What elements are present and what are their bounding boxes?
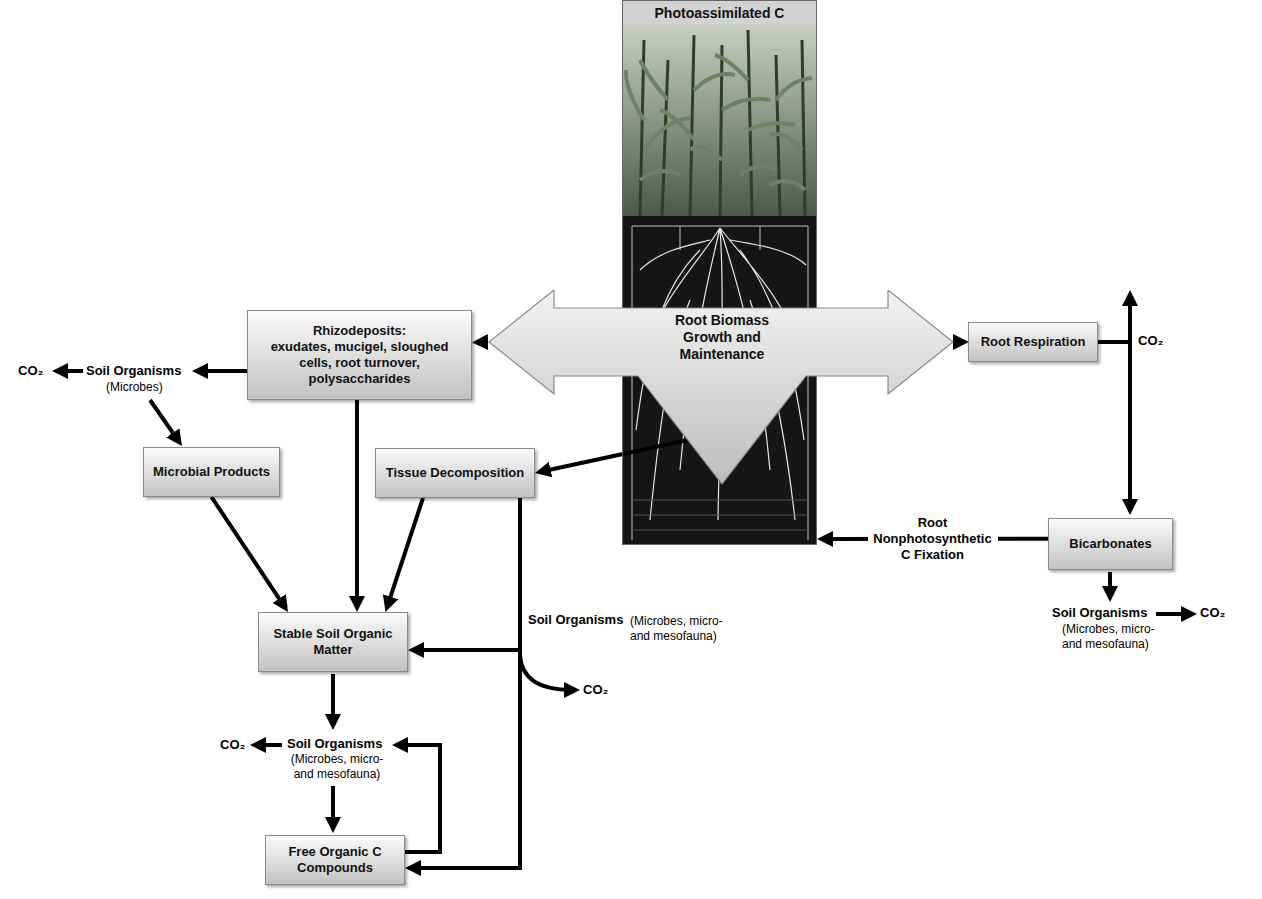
flow-connector <box>212 497 284 605</box>
co2-label: CO₂ <box>1138 333 1163 348</box>
flow-arrows <box>60 298 1189 852</box>
flow-connector <box>543 440 688 471</box>
biomass-arrow: Root Biomass Growth and Maintenance <box>488 290 954 486</box>
process-box: Bicarbonates <box>1048 518 1173 570</box>
node-text: Bicarbonates <box>1069 536 1151 552</box>
flow-arrow <box>520 655 572 690</box>
flow-arrow <box>150 400 177 439</box>
co2-label: CO₂ <box>1200 605 1225 620</box>
flow-connector <box>355 400 359 604</box>
flow-arrow <box>258 743 282 747</box>
organism-note: (Microbes, micro- and mesofauna) <box>630 614 740 644</box>
process-box: Stable Soil Organic Matter <box>258 612 408 672</box>
corn-leaves <box>626 55 812 190</box>
grid-lines <box>632 500 808 530</box>
flow-connector <box>416 498 520 650</box>
node-text: Root Respiration <box>981 334 1086 350</box>
organism-label: Soil Organisms <box>86 363 181 378</box>
flow-connector <box>413 498 520 868</box>
double-arrow-outline <box>489 290 953 484</box>
flow-arrow <box>60 369 83 373</box>
node-text: Microbial Products <box>153 464 270 480</box>
flow-arrow <box>1108 572 1112 594</box>
node-text: Rhizodeposits: <box>313 323 406 339</box>
node-body-text: exudates, mucigel, sloughed cells, root … <box>256 339 463 387</box>
co2-label: CO₂ <box>583 682 608 697</box>
organism-label: Soil Organisms <box>287 736 382 751</box>
flow-arrow <box>331 674 335 722</box>
organism-label: Soil Organisms <box>528 612 623 627</box>
node-text: Photoassimilated C <box>623 1 816 22</box>
flow-arrow <box>1128 298 1132 507</box>
co2-label: CO₂ <box>18 363 43 378</box>
flow-arrow <box>331 786 335 825</box>
flow-line <box>1098 340 1130 344</box>
organism-note: (Microbes, micro- and mesofauna) <box>287 752 387 782</box>
process-box: Free Organic C Compounds <box>265 835 405 885</box>
edge-label: Root Nonphotosynthetic C Fixation <box>868 513 998 565</box>
flow-connector <box>388 498 423 604</box>
node-text: Tissue Decomposition <box>386 465 524 481</box>
node-text: Free Organic C Compounds <box>274 844 396 876</box>
node-text: Root Biomass Growth and Maintenance <box>667 312 777 363</box>
flow-connector <box>480 341 488 344</box>
process-box: Microbial Products <box>143 447 280 497</box>
node-text: Stable Soil Organic Matter <box>267 626 399 658</box>
process-box: Root Respiration <box>968 322 1098 362</box>
flow-arrow <box>1156 612 1189 616</box>
flow-arrow <box>400 745 440 852</box>
organism-note: (Microbes) <box>106 380 163 395</box>
flow-connector <box>954 341 961 344</box>
process-box: Rhizodeposits:exudates, mucigel, sloughe… <box>247 310 472 400</box>
flow-arrow <box>200 369 247 373</box>
photo-band <box>622 0 817 24</box>
co2-label: CO₂ <box>220 737 245 752</box>
organism-label: Soil Organisms <box>1052 605 1147 620</box>
organism-note: (Microbes, micro- and mesofauna) <box>1062 622 1162 652</box>
process-box: Tissue Decomposition <box>375 448 535 498</box>
canopy-ground <box>622 24 817 216</box>
